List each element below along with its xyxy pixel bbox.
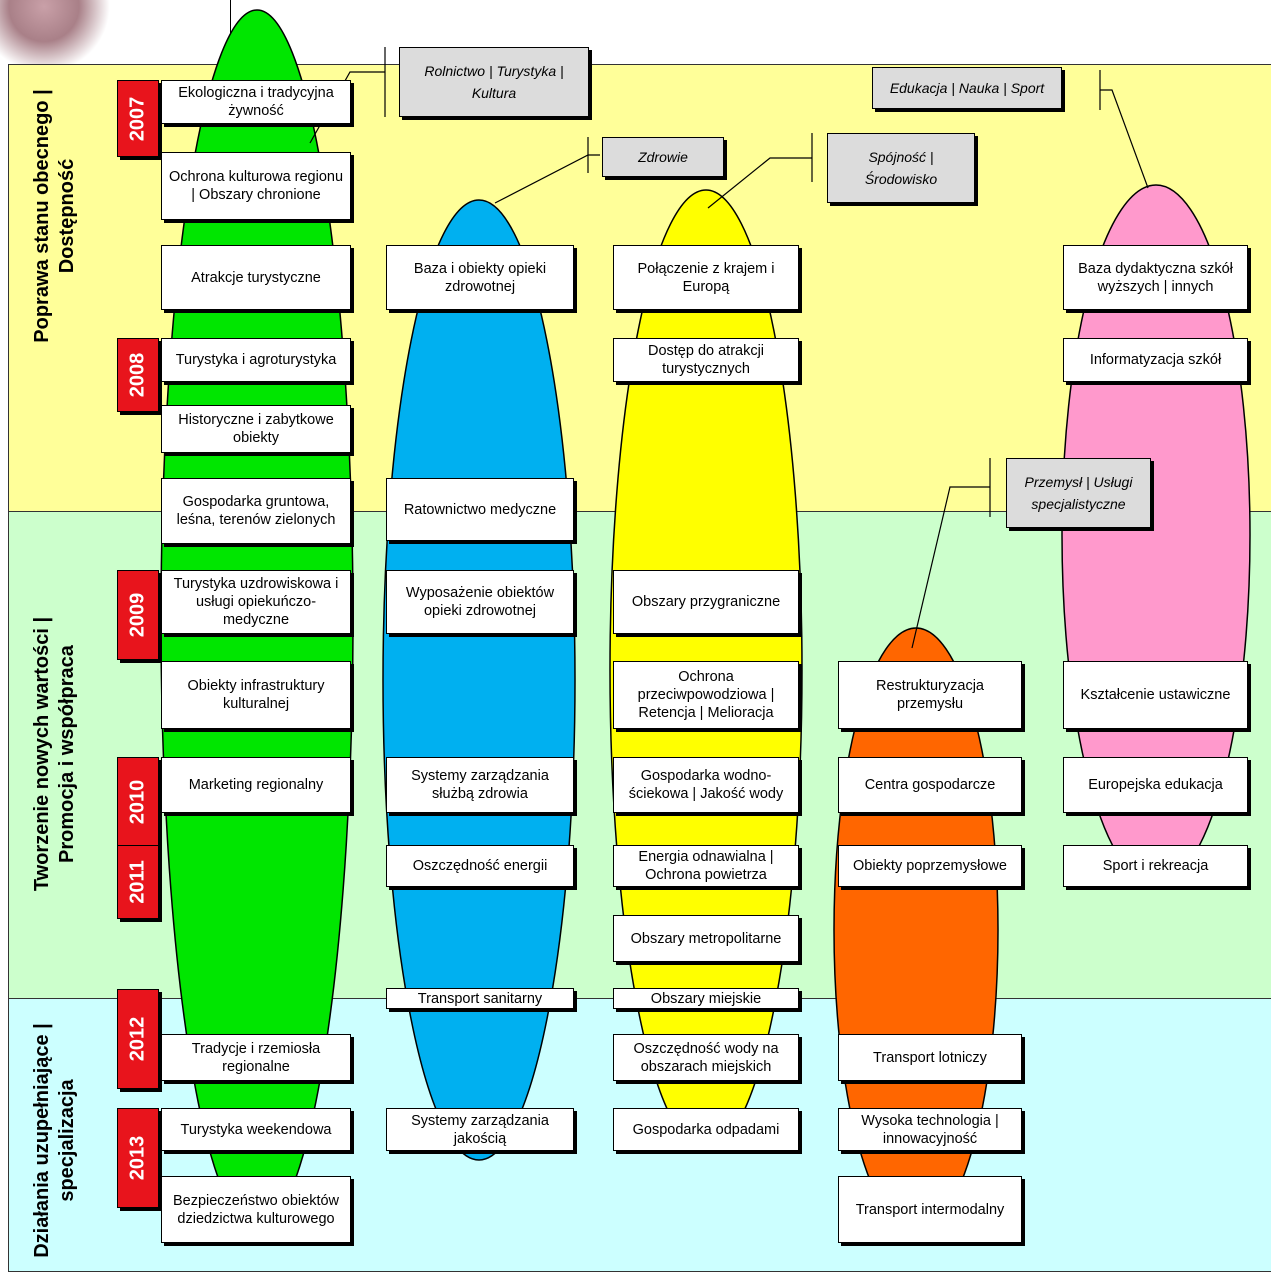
culture-box: Tradycje i rzemiosła regionalne [161,1034,351,1081]
infrastructure-box: Gospodarka wodno-ściekowa | Jakość wody [613,757,799,813]
infrastructure-box: Obszary przygraniczne [613,570,799,634]
infrastructure-box: Gospodarka odpadami [613,1108,799,1151]
band-middle-line2: Promocja i współpraca [56,645,78,863]
band-bottom-line2: specjalizacja [56,1079,78,1202]
health-box: Ratownictwo medyczne [386,478,574,541]
year-2007: 2007 [126,96,149,141]
year-badge-2011: 2011 [117,845,159,919]
callout-rolnictwo: Rolnictwo | Turystyka | Kultura [399,47,589,117]
year-2009: 2009 [126,592,149,638]
year-2008: 2008 [126,352,149,398]
education-box: Kształcenie ustawiczne [1063,661,1248,729]
year-badge-2013: 2013 [117,1108,159,1208]
health-box: Systemy zarządzania służbą zdrowia [386,757,574,813]
culture-box: Turystyka i agroturystyka [161,338,351,382]
health-box: Oszczędność energii [386,845,574,887]
education-box: Informatyzacja szkół [1063,338,1248,382]
corner-image [0,0,110,64]
infrastructure-box: Obszary miejskie [613,988,799,1009]
education-box: Europejska edukacja [1063,757,1248,813]
culture-box: Gospodarka gruntowa, leśna, terenów ziel… [161,478,351,544]
year-2010: 2010 [126,779,149,825]
industry-box: Transport lotniczy [838,1034,1022,1081]
health-ellipse [382,199,576,1161]
year-badge-2009: 2009 [117,570,159,660]
band-top-line1: Poprawa stanu obecnego | [31,89,53,343]
health-box: Wyposażenie obiektów opieki zdrowotnej [386,570,574,634]
band-middle-line1: Tworzenie nowych wartości | [31,616,53,892]
education-box: Sport i rekreacja [1063,845,1248,887]
year-badge-2007: 2007 [117,80,159,157]
culture-box: Turystyka uzdrowiskowa i usługi opiekuńc… [161,570,351,634]
divider-line [230,0,231,64]
culture-box: Ekologiczna i tradycyjna żywność [161,80,351,124]
year-2013: 2013 [126,1135,149,1181]
year-2012: 2012 [126,1016,149,1062]
callout-edukacja: Edukacja | Nauka | Sport [872,67,1062,109]
industry-box: Centra gospodarcze [838,757,1022,813]
callout-zdrowie: Zdrowie [602,137,724,177]
band-top-line2: Dostępność [56,158,78,274]
infrastructure-box: Obszary metropolitarne [613,915,799,962]
infrastructure-box: Energia odnawialna | Ochrona powietrza [613,845,799,887]
band-middle-label: Tworzenie nowych wartości | Promocja i w… [30,604,80,904]
infrastructure-box: Ochrona przeciwpowodziowa | Retencja | M… [613,661,799,729]
education-box: Baza dydaktyczna szkół wyższych | innych [1063,245,1248,310]
health-box: Transport sanitarny [386,988,574,1009]
year-badge-2008: 2008 [117,338,159,412]
health-box: Baza i obiekty opieki zdrowotnej [386,245,574,310]
year-badge-2012: 2012 [117,989,159,1089]
infrastructure-box: Dostęp do atrakcji turystycznych [613,338,799,382]
industry-box: Restrukturyzacja przemysłu [838,661,1022,729]
infrastructure-box: Oszczędność wody na obszarach miejskich [613,1034,799,1081]
band-bottom-label: Działania uzupełniające | specjalizacja [30,1013,80,1268]
band-top-label: Poprawa stanu obecnego | Dostępność [30,81,80,351]
culture-box: Historyczne i zabytkowe obiekty [161,405,351,453]
industry-box: Transport intermodalny [838,1176,1022,1243]
industry-box: Obiekty poprzemysłowe [838,845,1022,887]
infrastructure-box: Połączenie z krajem i Europą [613,245,799,310]
callout-przemysl: Przemysł | Usługi specjalistyczne [1006,458,1151,528]
culture-box: Obiekty infrastruktury kulturalnej [161,661,351,729]
band-bottom-line1: Działania uzupełniające | [31,1023,53,1258]
callout-spojnosc: Spójność | Środowisko [827,133,975,203]
culture-box: Ochrona kulturowa regionu | Obszary chro… [161,152,351,220]
health-box: Systemy zarządzania jakością [386,1108,574,1151]
year-badge-2010: 2010 [117,757,159,847]
culture-box: Atrakcje turystyczne [161,245,351,310]
year-2011: 2011 [126,860,149,904]
industry-box: Wysoka technologia | innowacyjność [838,1108,1022,1151]
culture-box: Marketing regionalny [161,757,351,813]
culture-box: Bezpieczeństwo obiektów dziedzictwa kult… [161,1176,351,1243]
culture-box: Turystyka weekendowa [161,1108,351,1151]
